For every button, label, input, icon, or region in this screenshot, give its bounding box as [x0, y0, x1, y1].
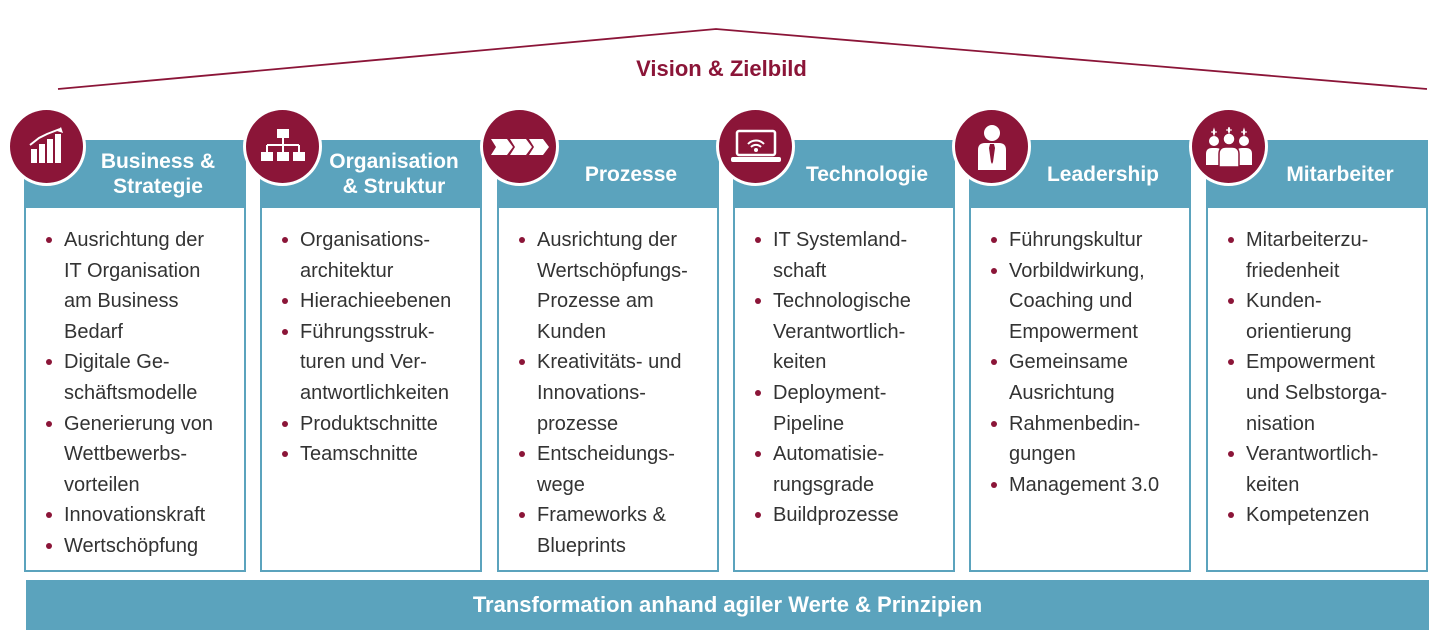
column-title: Leadership: [1046, 162, 1160, 186]
list-item: Verantwortlich- keiten: [1208, 439, 1426, 500]
list-item: Management 3.0: [971, 470, 1189, 501]
vision-title: Vision & Zielbild: [636, 56, 807, 81]
column-body: IT Systemland- schaft Technologische Ver…: [733, 208, 955, 572]
list-item: Frameworks & Blueprints: [499, 500, 717, 561]
column-leadership: Leadership Führungskultur Vorbildwirkung…: [955, 110, 1191, 572]
process-arrows-icon: [483, 110, 556, 183]
column-mitarbeiter: Mitarbeiter Mitarbeiterzu- friedenheit K…: [1192, 110, 1428, 572]
column-list: Führungskultur Vorbildwirkung, Coaching …: [971, 208, 1189, 500]
list-item: Produktschnitte: [262, 409, 480, 440]
list-item: Organisations- architektur: [262, 225, 480, 286]
list-item: Kompetenzen: [1208, 500, 1426, 531]
laptop-wifi-icon: [719, 110, 792, 183]
list-item: Automatisie- rungsgrade: [735, 439, 953, 500]
person-tie-icon: [955, 110, 1028, 183]
list-item: Generierung von Wettbewerbs- vorteilen: [26, 409, 244, 501]
list-item: Ausrichtung der IT Organisation am Busin…: [26, 225, 244, 347]
bar-chart-icon: [10, 110, 83, 183]
foundation-title: Transformation anhand agiler Werte & Pri…: [472, 592, 983, 617]
column-technologie: Technologie IT Systemland- schaft Techno…: [719, 110, 955, 572]
column-list: Mitarbeiterzu- friedenheit Kunden- orien…: [1208, 208, 1426, 531]
list-item: Entscheidungs- wege: [499, 439, 717, 500]
column-title: Technologie: [805, 162, 929, 186]
list-item: Teamschnitte: [262, 439, 480, 470]
list-item: Vorbildwirkung, Coaching und Empowerment: [971, 256, 1189, 348]
list-item: Mitarbeiterzu- friedenheit: [1208, 225, 1426, 286]
list-item: IT Systemland- schaft: [735, 225, 953, 286]
column-body: Ausrichtung der IT Organisation am Busin…: [24, 208, 246, 572]
list-item: Führungskultur: [971, 225, 1189, 256]
column-title: Organisation & Struktur: [329, 150, 459, 198]
column-prozesse: Prozesse Ausrichtung der Wertschöpfungs-…: [483, 110, 719, 572]
list-item: Technologische Verantwortlich- keiten: [735, 286, 953, 378]
column-organisation-struktur: Organisation & Struktur Organisations- a…: [246, 110, 482, 572]
column-body: Organisations- architektur Hierachieeben…: [260, 208, 482, 572]
list-item: Kunden- orientierung: [1208, 286, 1426, 347]
list-item: Führungsstruk- turen und Ver- antwortlic…: [262, 317, 480, 409]
column-body: Ausrichtung der Wertschöpfungs- Prozesse…: [497, 208, 719, 572]
org-chart-icon: [246, 110, 319, 183]
list-item: Innovationskraft: [26, 500, 244, 531]
list-item: Rahmenbedin- gungen: [971, 409, 1189, 470]
column-body: Mitarbeiterzu- friedenheit Kunden- orien…: [1206, 208, 1428, 572]
list-item: Gemeinsame Ausrichtung: [971, 347, 1189, 408]
column-list: Ausrichtung der Wertschöpfungs- Prozesse…: [499, 208, 717, 562]
roof-outline: [57, 28, 1428, 90]
list-item: Buildprozesse: [735, 500, 953, 531]
list-item: Empowerment und Selbstorga- nisation: [1208, 347, 1426, 439]
column-body: Führungskultur Vorbildwirkung, Coaching …: [969, 208, 1191, 572]
list-item: Kreativitäts- und Innovations- prozesse: [499, 347, 717, 439]
list-item: Digitale Ge- schäftsmodelle: [26, 347, 244, 408]
column-list: Organisations- architektur Hierachieeben…: [262, 208, 480, 470]
list-item: Hierachieebenen: [262, 286, 480, 317]
column-title: Business & Strategie: [100, 150, 216, 198]
list-item: Deployment- Pipeline: [735, 378, 953, 439]
team-icon: [1192, 110, 1265, 183]
list-item: Wertschöpfung: [26, 531, 244, 562]
column-title: Prozesse: [584, 162, 678, 186]
list-item: Ausrichtung der Wertschöpfungs- Prozesse…: [499, 225, 717, 347]
foundation-bar: Transformation anhand agiler Werte & Pri…: [26, 580, 1429, 630]
column-list: Ausrichtung der IT Organisation am Busin…: [26, 208, 244, 562]
column-title: Mitarbeiter: [1286, 162, 1394, 186]
column-business-strategie: Business & Strategie Ausrichtung der IT …: [10, 110, 246, 572]
column-list: IT Systemland- schaft Technologische Ver…: [735, 208, 953, 531]
